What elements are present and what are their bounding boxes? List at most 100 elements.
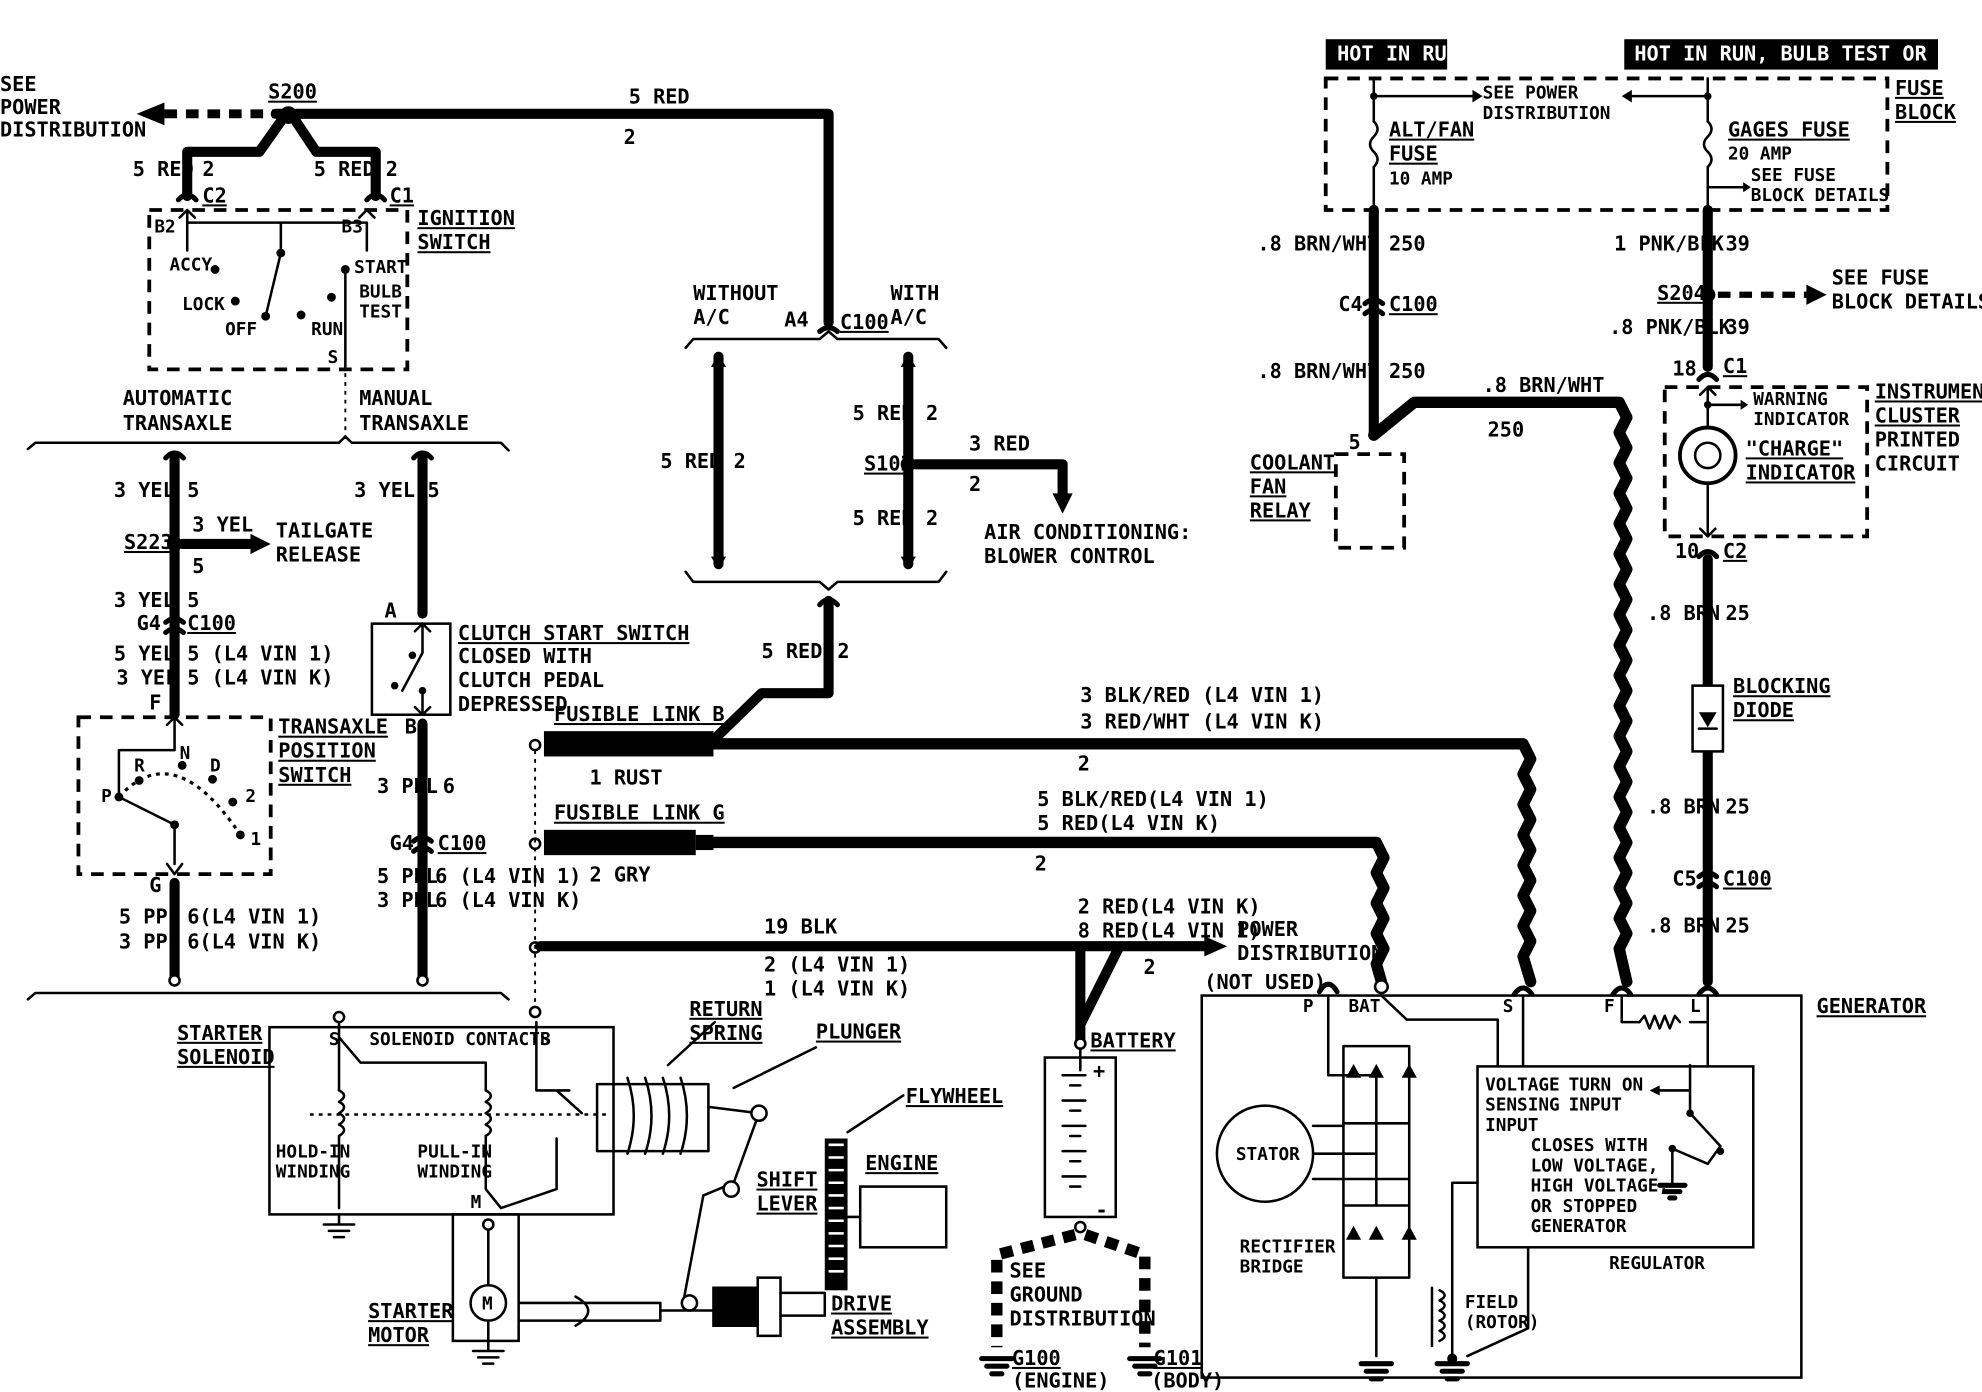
svg-text:5 RED: 5 RED	[853, 401, 914, 425]
svg-text:2: 2	[1144, 955, 1156, 979]
fuse-block-box	[1323, 76, 1890, 212]
battery-label: BATTERY	[1090, 1028, 1176, 1052]
svg-text:STATOR: STATOR	[1236, 1145, 1300, 1165]
wire-brn-wht-to-f	[1368, 396, 1633, 988]
svg-text:AIR CONDITIONING:: AIR CONDITIONING:	[984, 520, 1191, 544]
power-distribution-label: POWER	[1237, 917, 1299, 941]
svg-text:C100: C100	[1723, 867, 1772, 891]
svg-text:B: B	[405, 715, 417, 739]
svg-text:SOLENOID CONTACTS: SOLENOID CONTACTS	[369, 1030, 550, 1050]
svg-text:DEPRESSED: DEPRESSED	[458, 692, 568, 716]
svg-text:FUSIBLE LINK B: FUSIBLE LINK B	[554, 702, 725, 726]
svg-text:3 PPL: 3 PPL	[377, 888, 438, 912]
ignition-wiper	[264, 221, 283, 318]
svg-text:C100: C100	[840, 310, 889, 334]
svg-text:2 RED(L4 VIN K): 2 RED(L4 VIN K)	[1078, 894, 1261, 918]
svg-text:3 RED/WHT (L4 VIN K): 3 RED/WHT (L4 VIN K)	[1080, 710, 1324, 734]
starter-shaft	[517, 1301, 714, 1322]
svg-text:1 PNK/BLK: 1 PNK/BLK	[1614, 231, 1724, 255]
svg-text:-: -	[1095, 1198, 1107, 1222]
svg-text:250: 250	[1389, 231, 1426, 255]
svg-text:ACCY: ACCY	[170, 256, 213, 276]
svg-text:SPRING: SPRING	[689, 1021, 762, 1045]
svg-text:INDICATOR: INDICATOR	[1746, 460, 1856, 484]
svg-text:8 RED(L4 VIN 1): 8 RED(L4 VIN 1)	[1078, 918, 1261, 942]
svg-text:20 AMP: 20 AMP	[1728, 144, 1792, 164]
svg-text:2: 2	[837, 639, 849, 663]
svg-text:39: 39	[1725, 231, 1749, 255]
starter-motor-box	[451, 1213, 520, 1343]
svg-text:RELAY: RELAY	[1250, 498, 1312, 522]
svg-text:HOLD-IN: HOLD-IN	[276, 1142, 351, 1162]
svg-text:3 BLK/RED (L4 VIN 1): 3 BLK/RED (L4 VIN 1)	[1080, 683, 1324, 707]
drive-assembly	[712, 1286, 758, 1327]
hot-in-run-header	[1325, 39, 1448, 70]
starter-solenoid-title: STARTER	[177, 1021, 263, 1045]
svg-text:.8 BRN: .8 BRN	[1647, 601, 1720, 625]
svg-text:B: B	[540, 1030, 551, 1050]
svg-text:3 YEL: 3 YEL	[116, 665, 177, 689]
svg-text:N: N	[180, 744, 191, 764]
arrow-down-icon	[1052, 493, 1073, 514]
svg-text:DIODE: DIODE	[1733, 698, 1794, 722]
arrow-left-icon	[136, 102, 165, 126]
instrument-cluster: WARNING INDICATOR "CHARGE" INDICATOR INS…	[1647, 379, 1982, 987]
s204-splice	[1700, 287, 1716, 303]
svg-text:.8 BRN/WHT: .8 BRN/WHT	[1257, 231, 1379, 255]
svg-text:WINDING: WINDING	[417, 1163, 492, 1183]
wire-5red-main	[270, 108, 834, 328]
wire-3-blkred-to-s	[707, 738, 1537, 988]
svg-text:2 (L4 VIN 1): 2 (L4 VIN 1)	[764, 953, 910, 977]
see-power-dist-label: SEE	[0, 72, 37, 96]
svg-text:2: 2	[202, 157, 214, 181]
ignition-switch-title: IGNITION	[417, 206, 514, 230]
solenoid-coils	[337, 1089, 493, 1138]
svg-text:3 PPL: 3 PPL	[119, 930, 180, 954]
coolant-fan-relay-title: COOLANT	[1250, 450, 1335, 474]
svg-text:SWITCH: SWITCH	[417, 230, 490, 254]
svg-text:18: 18	[1672, 357, 1696, 381]
svg-text:5 RED: 5 RED	[762, 639, 823, 663]
svg-text:5 YEL: 5 YEL	[114, 641, 175, 665]
svg-text:5 RED: 5 RED	[629, 85, 690, 109]
tps-title: TRANSAXLE	[278, 715, 388, 739]
svg-text:C5: C5	[1672, 867, 1696, 891]
svg-text:F: F	[1604, 997, 1615, 1017]
svg-text:C1: C1	[1723, 354, 1747, 378]
fuse-icon	[1368, 120, 1713, 169]
svg-text:HOT IN RUN: HOT IN RUN	[1337, 42, 1459, 66]
svg-text:.8 BRN/WHT: .8 BRN/WHT	[1483, 373, 1605, 397]
svg-text:P: P	[101, 787, 112, 807]
svg-text:2: 2	[245, 787, 256, 807]
harness-bracket-top	[26, 435, 510, 452]
svg-text:TURN ON: TURN ON	[1569, 1075, 1644, 1095]
ac-bracket-top	[684, 330, 948, 350]
s223-splice	[166, 536, 183, 552]
svg-text:FLYWHEEL: FLYWHEEL	[906, 1084, 1003, 1108]
svg-text:C2: C2	[1723, 539, 1747, 563]
svg-text:C100: C100	[438, 831, 487, 855]
svg-text:LOW VOLTAGE,: LOW VOLTAGE,	[1531, 1156, 1659, 1176]
ignition-switch-box	[147, 208, 410, 372]
svg-text:REGULATOR: REGULATOR	[1609, 1254, 1705, 1274]
svg-text:PLUNGER: PLUNGER	[816, 1020, 902, 1044]
svg-text:CIRCUIT: CIRCUIT	[1875, 452, 1960, 476]
svg-text:D: D	[210, 757, 221, 777]
field-coil	[1438, 1289, 1446, 1343]
svg-text:3 PPL: 3 PPL	[377, 774, 438, 798]
svg-text:S223: S223	[124, 530, 173, 554]
svg-text:6 (L4 VIN K): 6 (L4 VIN K)	[435, 888, 581, 912]
svg-text:25: 25	[1725, 794, 1749, 818]
svg-text:CLOSED WITH: CLOSED WITH	[458, 644, 592, 668]
generator-title: GENERATOR	[1817, 994, 1927, 1018]
svg-text:250: 250	[1488, 417, 1525, 441]
svg-text:DISTRIBUTION: DISTRIBUTION	[1483, 104, 1611, 124]
svg-text:5 RED: 5 RED	[853, 506, 914, 530]
battery-section: BATTERY + - SEE GROUND DISTRIBUTION G100…	[979, 1028, 1224, 1392]
svg-text:SHIFT: SHIFT	[756, 1168, 817, 1192]
svg-text:WITH: WITH	[891, 281, 940, 305]
svg-text:3 YEL: 3 YEL	[114, 588, 175, 612]
svg-text:FIELD: FIELD	[1465, 1293, 1518, 1313]
s200-label: S200	[268, 80, 317, 104]
